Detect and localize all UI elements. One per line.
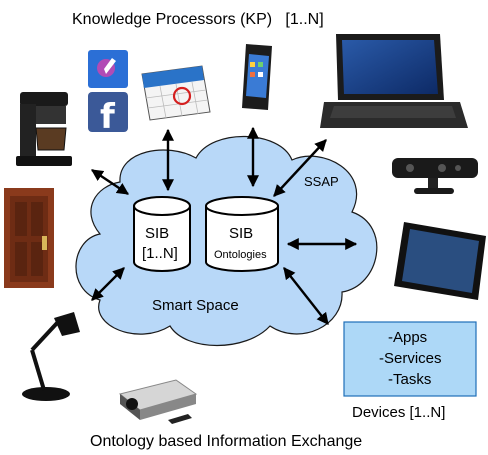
facebook-icon: f	[88, 92, 128, 137]
devices-item-apps: -Apps	[388, 329, 427, 346]
svg-text:f: f	[100, 97, 116, 137]
smart-space-label: Smart Space	[152, 297, 239, 314]
sib-left-count: [1..N]	[142, 245, 178, 262]
arrow-coffee-maker	[91, 169, 129, 195]
diagram-title: Knowledge Processors (KP) [1..N]	[72, 11, 324, 28]
arrow-devices	[283, 267, 329, 325]
sib-right-cylinder	[205, 196, 279, 272]
devices-box	[343, 321, 477, 397]
devices-item-services: -Services	[379, 350, 442, 367]
arrow-lamp	[91, 267, 125, 301]
arrow-laptop	[273, 139, 327, 197]
devices-item-tasks: -Tasks	[388, 371, 431, 388]
projector-icon	[118, 379, 198, 424]
kinect-sensor-icon	[392, 158, 478, 194]
sib-left-cylinder	[133, 196, 191, 272]
laptop-icon	[320, 34, 468, 128]
tablet-icon	[394, 222, 486, 300]
connection-arrows	[91, 126, 358, 325]
foursquare-icon	[88, 50, 128, 88]
sib-right-subtitle: Ontologies	[214, 249, 267, 261]
calendar-icon	[141, 65, 211, 121]
desk-lamp-icon	[22, 312, 80, 401]
sib-left-title: SIB	[145, 225, 169, 242]
ssap-label: SSAP	[304, 174, 339, 189]
diagram-caption: Ontology based Information Exchange	[90, 433, 362, 450]
coffee-maker-icon	[16, 92, 72, 166]
sib-right-title: SIB	[229, 225, 253, 242]
devices-label: Devices [1..N]	[352, 404, 445, 421]
smartphone-icon	[242, 44, 272, 110]
door-icon	[4, 188, 54, 288]
